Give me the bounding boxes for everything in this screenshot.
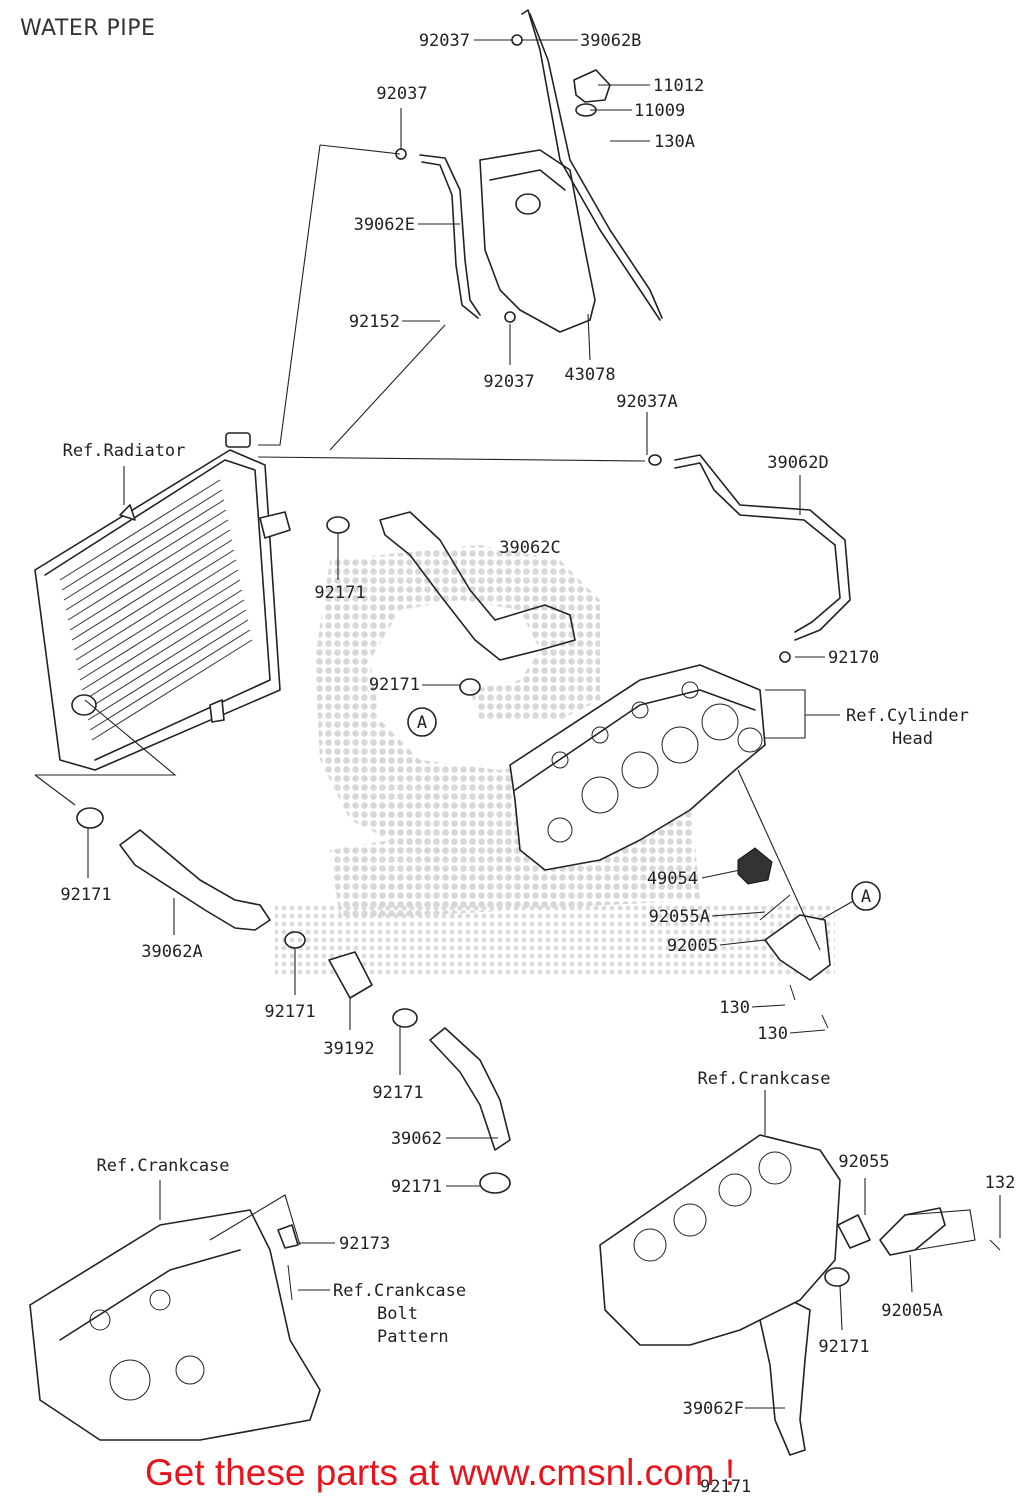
- label-92005: 92005: [667, 936, 718, 956]
- callout-a-top: [407, 707, 437, 737]
- reserve-tank: [479, 69, 611, 333]
- label-43078: 43078: [564, 365, 615, 385]
- label-92037-mid: 92037: [483, 372, 534, 392]
- crankcase-right: [599, 1134, 1001, 1346]
- label-ref-radiator: Ref.Radiator: [63, 441, 186, 461]
- label-11009: 11009: [634, 101, 685, 121]
- label-92171-b: 92171: [369, 675, 420, 695]
- label-130A: 130A: [654, 132, 695, 152]
- label-ref-crankcase-bolt-2: Bolt: [377, 1304, 418, 1324]
- label-39062E: 39062E: [354, 215, 415, 235]
- label-92171-a: 92171: [314, 583, 365, 603]
- label-39062A: 39062A: [141, 942, 202, 962]
- label-ref-crankcase-bolt-1: Ref.Crankcase: [333, 1281, 466, 1301]
- label-39062D: 39062D: [767, 453, 828, 473]
- label-92055: 92055: [838, 1152, 889, 1172]
- cylinder-head: [509, 664, 766, 871]
- label-39062B: 39062B: [580, 31, 641, 51]
- label-ref-crankcase-bolt-3: Pattern: [377, 1327, 449, 1347]
- label-130-a: 130: [719, 998, 750, 1018]
- cmsnl-banner-link[interactable]: Get these parts at www.cmsnl.com !: [145, 1452, 736, 1493]
- label-132: 132: [985, 1173, 1016, 1193]
- label-92171-h: 92171: [700, 1477, 751, 1497]
- radiator: [34, 432, 291, 771]
- label-92171-g: 92171: [818, 1337, 869, 1357]
- diagram-title: WATER PIPE: [20, 16, 156, 41]
- label-49054: 49054: [647, 869, 698, 889]
- label-92055A: 92055A: [649, 907, 710, 927]
- label-ref-crankcase-right: Ref.Crankcase: [697, 1069, 830, 1089]
- label-39062F: 39062F: [683, 1399, 744, 1419]
- crankcase-left: [29, 1209, 321, 1441]
- label-92171-f: 92171: [391, 1177, 442, 1197]
- label-39192: 39192: [323, 1039, 374, 1059]
- label-92037-top: 92037: [419, 31, 470, 51]
- label-92170: 92170: [828, 648, 879, 668]
- label-ref-cylinder-2: Head: [892, 729, 933, 749]
- label-ref-crankcase-left: Ref.Crankcase: [96, 1156, 229, 1176]
- label-92171-e: 92171: [372, 1083, 423, 1103]
- label-92173: 92173: [339, 1234, 390, 1254]
- label-92005A: 92005A: [881, 1301, 942, 1321]
- label-39062: 39062: [391, 1129, 442, 1149]
- label-92037-left: 92037: [376, 84, 427, 104]
- leader-lines: [34, 39, 1001, 1409]
- label-ref-cylinder-1: Ref.Cylinder: [846, 706, 969, 726]
- callout-a-right: [851, 881, 881, 911]
- label-39062C: 39062C: [499, 538, 560, 558]
- label-130-b: 130: [757, 1024, 788, 1044]
- thermostat-assembly: [737, 847, 831, 1029]
- label-callout-a1: A: [417, 713, 427, 733]
- label-92171-d: 92171: [264, 1002, 315, 1022]
- label-callout-a2: A: [861, 887, 871, 907]
- hoses: [119, 9, 851, 1456]
- label-92037A: 92037A: [616, 392, 677, 412]
- label-11012: 11012: [653, 76, 704, 96]
- label-92152: 92152: [349, 312, 400, 332]
- label-92171-c: 92171: [60, 885, 111, 905]
